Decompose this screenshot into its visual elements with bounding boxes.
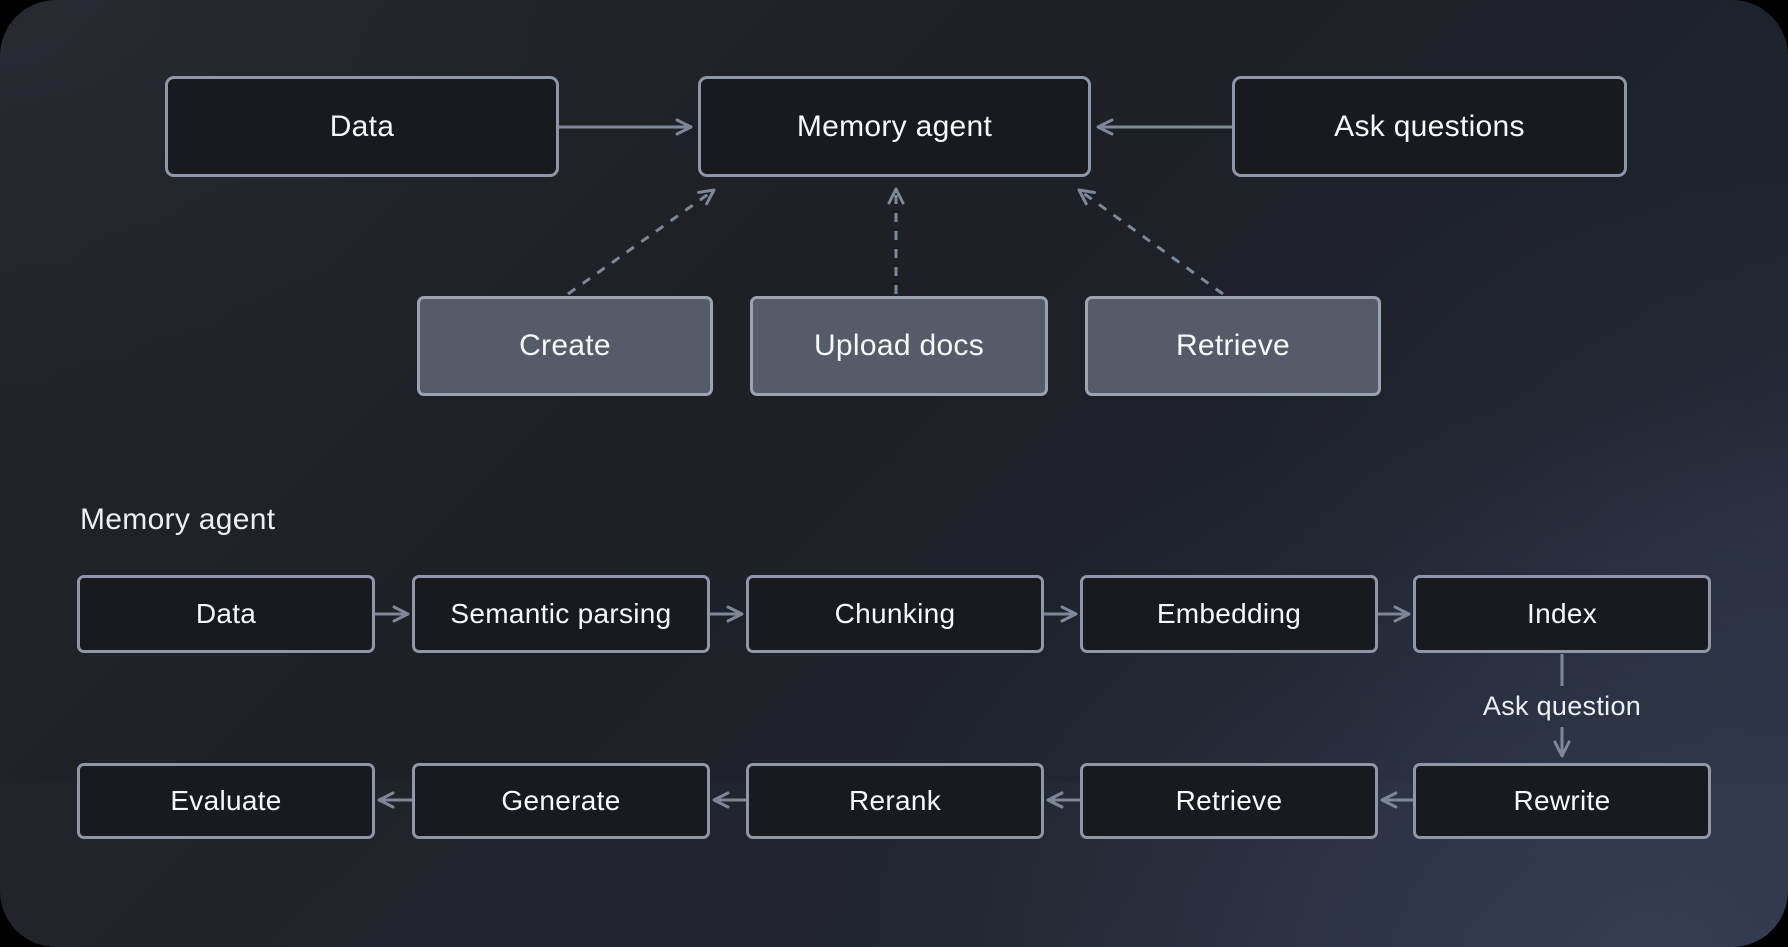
node-create: Create [417, 296, 713, 396]
arrow-retrieve-to-memory-agent [1077, 188, 1224, 296]
node-rerank: Rerank [746, 763, 1044, 839]
node-embedding: Embedding [1080, 575, 1378, 653]
node-evaluate: Evaluate [77, 763, 375, 839]
node-semantic-parsing: Semantic parsing [412, 575, 710, 653]
node-pipeline-data: Data [77, 575, 375, 653]
pipeline-title: Memory agent [80, 503, 276, 536]
node-index: Index [1413, 575, 1711, 653]
node-pipeline-retrieve: Retrieve [1080, 763, 1378, 839]
node-data-source: Data [165, 76, 559, 177]
arrow-create-to-memory-agent [567, 188, 716, 296]
node-chunking: Chunking [746, 575, 1044, 653]
node-retrieve-action: Retrieve [1085, 296, 1381, 396]
node-rewrite: Rewrite [1413, 763, 1711, 839]
node-generate: Generate [412, 763, 710, 839]
node-ask-questions: Ask questions [1232, 76, 1627, 177]
node-upload-docs: Upload docs [750, 296, 1048, 396]
connector-label-ask-question: Ask question [1482, 691, 1642, 721]
node-memory-agent: Memory agent [698, 76, 1091, 177]
